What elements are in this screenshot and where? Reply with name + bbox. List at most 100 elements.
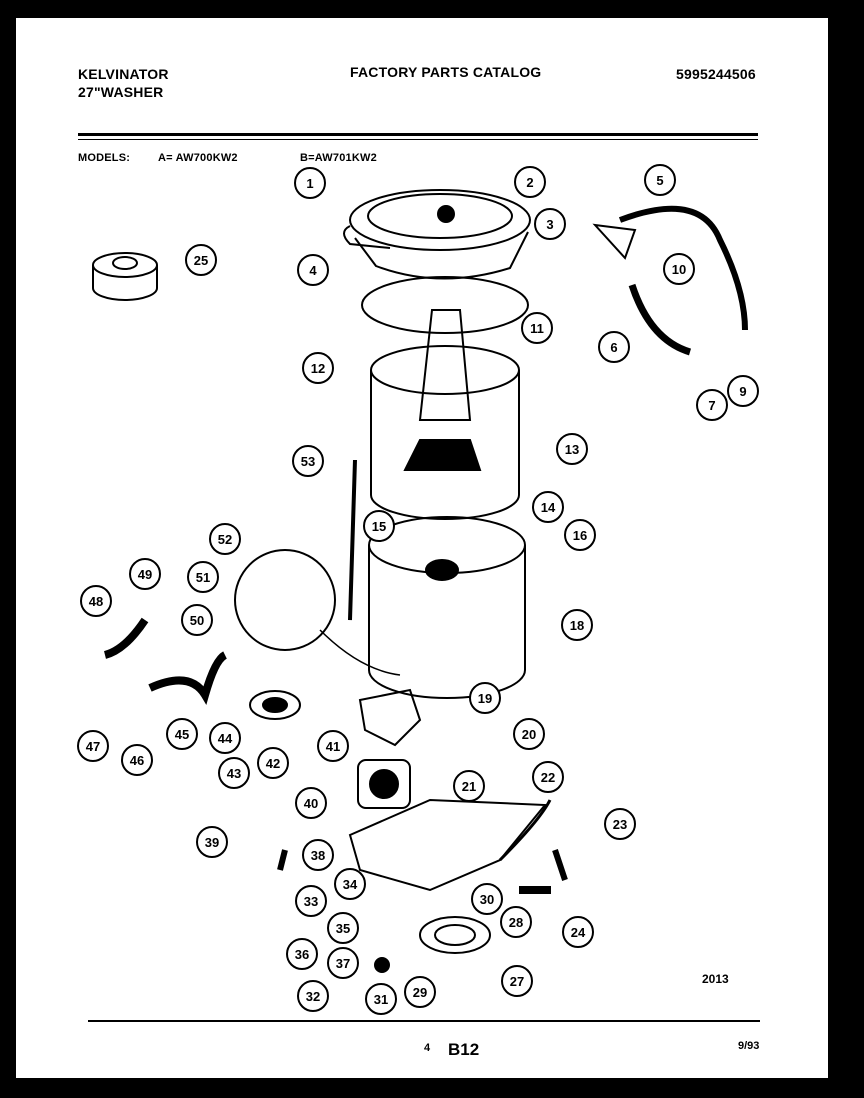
- callout-circle: [294, 167, 326, 199]
- header-rule-thin: [78, 139, 758, 140]
- siphon-break-part: [592, 223, 637, 260]
- callout-label: 10: [672, 262, 686, 277]
- callout-circle: [363, 510, 395, 542]
- pulley-part: [358, 688, 422, 747]
- callout-circle: [218, 757, 250, 789]
- callout-circle: [556, 433, 588, 465]
- callout-6: 6: [598, 331, 630, 363]
- callout-25: 25: [185, 244, 217, 276]
- callout-5: 5: [644, 164, 676, 196]
- fill-hose-part: [618, 205, 748, 331]
- callout-circle: [77, 730, 109, 762]
- callout-14: 14: [532, 491, 564, 523]
- callout-7: 7: [696, 389, 728, 421]
- spin-basket-part: [370, 345, 520, 520]
- callout-label: 6: [610, 340, 617, 355]
- callout-label: 7: [708, 398, 715, 413]
- callout-circle: [534, 208, 566, 240]
- callout-circle: [129, 558, 161, 590]
- callout-38: 38: [302, 839, 334, 871]
- callout-label: 41: [326, 739, 340, 754]
- callout-circle: [80, 585, 112, 617]
- callout-23: 23: [604, 808, 636, 840]
- callout-circle: [365, 983, 397, 1015]
- callout-circle: [561, 609, 593, 641]
- callout-circle: [471, 883, 503, 915]
- brand-name: KELVINATOR: [78, 66, 169, 82]
- callout-3: 3: [534, 208, 566, 240]
- callout-11: 11: [521, 312, 553, 344]
- callout-circle: [327, 947, 359, 979]
- agitator-part: [418, 309, 472, 421]
- callout-29: 29: [404, 976, 436, 1008]
- callout-circle: [521, 312, 553, 344]
- callout-47: 47: [77, 730, 109, 762]
- callout-13: 13: [556, 433, 588, 465]
- callout-circle: [295, 787, 327, 819]
- callout-34: 34: [334, 868, 366, 900]
- callout-circle: [317, 730, 349, 762]
- callout-label: 49: [138, 567, 152, 582]
- callout-label: 43: [227, 766, 241, 781]
- callout-22: 22: [532, 761, 564, 793]
- callout-51: 51: [187, 561, 219, 593]
- callout-label: 35: [336, 921, 350, 936]
- callout-label: 4: [309, 263, 317, 278]
- callout-33: 33: [295, 885, 327, 917]
- callout-label: 42: [266, 756, 280, 771]
- callout-45: 45: [166, 718, 198, 750]
- callout-4: 4: [297, 254, 329, 286]
- callout-43: 43: [218, 757, 250, 789]
- callout-circle: [302, 352, 334, 384]
- callout-label: 32: [306, 989, 320, 1004]
- footer-rule: [88, 1020, 760, 1022]
- callout-circle: [644, 164, 676, 196]
- callout-label: 1: [306, 176, 313, 191]
- drain-hose-part: [628, 283, 692, 356]
- callout-circle: [292, 445, 324, 477]
- callout-circle: [532, 761, 564, 793]
- catalog-title: FACTORY PARTS CATALOG: [350, 64, 542, 80]
- callout-9: 9: [727, 375, 759, 407]
- callout-circle: [663, 253, 695, 285]
- gasket-part: [361, 276, 529, 334]
- models-label: MODELS:: [78, 152, 131, 164]
- callout-label: 27: [510, 974, 524, 989]
- callout-27: 27: [501, 965, 533, 997]
- callout-31: 31: [365, 983, 397, 1015]
- callout-label: 38: [311, 848, 325, 863]
- callout-label: 22: [541, 770, 555, 785]
- product-name: 27"WASHER: [78, 84, 164, 100]
- section-code: B12: [448, 1040, 480, 1059]
- callout-32: 32: [297, 980, 329, 1012]
- callout-18: 18: [561, 609, 593, 641]
- callout-label: 28: [509, 915, 523, 930]
- header-rule-thick: [78, 133, 758, 136]
- revision-date: 9/93: [738, 1040, 760, 1052]
- callout-circle: [257, 747, 289, 779]
- callout-label: 45: [175, 727, 189, 742]
- callout-36: 36: [286, 938, 318, 970]
- callout-label: 2: [526, 175, 533, 190]
- callout-label: 14: [541, 500, 556, 515]
- belt-spring-part: [277, 849, 288, 871]
- callout-circle: [185, 244, 217, 276]
- callout-label: 19: [478, 691, 492, 706]
- callout-label: 18: [570, 618, 584, 633]
- callout-44: 44: [209, 722, 241, 754]
- callout-label: 51: [196, 570, 210, 585]
- callout-circle: [453, 770, 485, 802]
- callout-circle: [334, 868, 366, 900]
- callout-40: 40: [295, 787, 327, 819]
- callout-48: 48: [80, 585, 112, 617]
- callout-label: 11: [530, 321, 544, 336]
- callout-52: 52: [209, 523, 241, 555]
- callout-label: 23: [613, 817, 627, 832]
- callout-circle: [286, 938, 318, 970]
- callout-label: 37: [336, 956, 350, 971]
- callout-circle: [562, 916, 594, 948]
- callout-circle: [404, 976, 436, 1008]
- callout-20: 20: [513, 718, 545, 750]
- callout-label: 46: [130, 753, 144, 768]
- callout-label: 16: [573, 528, 587, 543]
